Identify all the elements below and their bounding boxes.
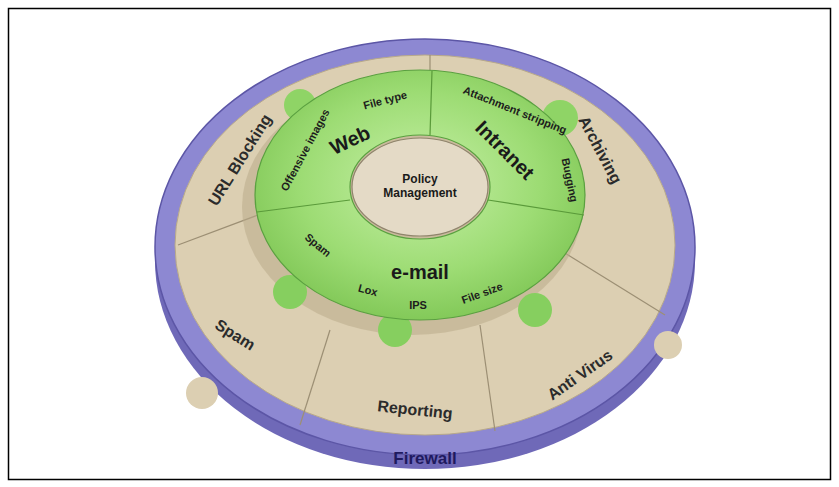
sector-label: URL Blocking xyxy=(205,111,275,209)
puzzle-tab xyxy=(654,331,682,359)
segment-heading: Web xyxy=(326,121,373,159)
policy-hub-node: Policy Management xyxy=(352,139,488,235)
segment-heading: e-mail xyxy=(391,261,449,283)
sector-divider xyxy=(300,330,330,425)
policy-hub xyxy=(352,138,488,236)
module-ring xyxy=(255,70,585,320)
segment-item: File type xyxy=(362,88,408,111)
sector-node: Spam xyxy=(185,260,305,400)
sector-node: Anti Virus xyxy=(500,300,670,430)
sector-node: Reporting xyxy=(310,330,500,440)
segment-item: Lox xyxy=(357,282,379,299)
segment-divider xyxy=(257,200,350,212)
segment-item: Offensive images xyxy=(278,107,331,193)
sector-label: Archiving xyxy=(575,113,625,186)
frame-border xyxy=(9,9,831,480)
puzzle-tab xyxy=(518,293,552,327)
hub-label: Policy Management xyxy=(374,173,466,201)
ring-label: Firewall xyxy=(393,450,456,469)
firewall-ring xyxy=(155,39,695,455)
segment-item: Bugging xyxy=(559,157,580,203)
sector-label: Spam xyxy=(212,316,258,354)
segment-divider xyxy=(430,71,432,135)
sector-divider xyxy=(480,325,495,431)
sector-disc xyxy=(175,55,675,435)
segment-item: IPS xyxy=(409,299,427,311)
segment-item: Spam xyxy=(303,231,334,260)
segment-heading: Intranet xyxy=(471,116,538,183)
firewall-ring-node: Firewall URL Blocking Archiving WebOffensiv… xyxy=(155,37,695,471)
puzzle-tab xyxy=(186,377,218,409)
sector-label: Reporting xyxy=(377,397,454,422)
sector-node: Archiving xyxy=(560,60,670,240)
sector-label: Anti Virus xyxy=(544,346,616,404)
segment-item: File size xyxy=(460,280,504,306)
module-segment: e-mail SpamLoxIPS File size xyxy=(260,195,590,355)
sector-divider xyxy=(560,250,665,315)
sector-node: URL Blocking xyxy=(180,60,300,230)
